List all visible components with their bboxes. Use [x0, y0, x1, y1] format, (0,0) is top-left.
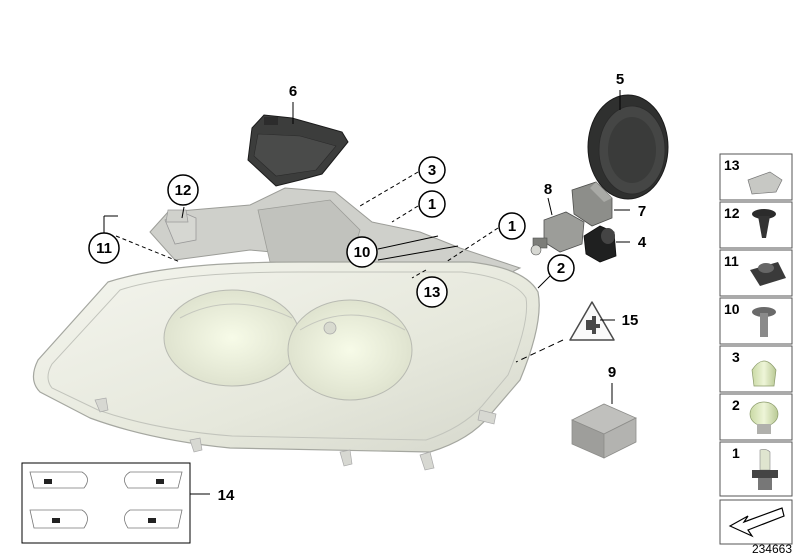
svg-text:10: 10	[724, 301, 740, 317]
callout-7: 7	[638, 203, 646, 220]
legend-cell-expanding-rivet: 12	[719, 201, 793, 249]
svg-text:2: 2	[557, 260, 565, 277]
aiming-label-box	[21, 462, 191, 544]
callout-13: 13	[416, 276, 448, 308]
legend-cell-clip-nut: 11	[719, 249, 793, 297]
callout-8: 8	[544, 181, 552, 198]
callout-6: 6	[289, 83, 297, 100]
svg-text:12: 12	[724, 205, 740, 221]
svg-text:1: 1	[508, 218, 516, 235]
svg-text:1: 1	[428, 196, 436, 213]
svg-text:6: 6	[289, 83, 297, 100]
legend-cell-arrow	[719, 499, 793, 545]
svg-text:1: 1	[732, 445, 740, 461]
callout-3: 3	[418, 156, 446, 184]
callout-1-upper: 1	[418, 190, 446, 218]
callout-10: 10	[346, 236, 378, 268]
svg-text:13: 13	[724, 157, 740, 173]
svg-text:14: 14	[218, 487, 235, 504]
svg-text:3: 3	[428, 162, 436, 179]
svg-text:3: 3	[732, 349, 740, 365]
large-cover-cap-part	[587, 94, 669, 200]
legend-cell-screw-with-washer: 10	[719, 297, 793, 345]
legend-cell-bayonet-bulb: 2	[719, 393, 793, 441]
svg-text:13: 13	[424, 284, 441, 301]
label-shape-bottom-left	[29, 509, 88, 529]
headlight-housing	[32, 187, 540, 471]
label-shape-top-right	[124, 471, 183, 489]
callout-4: 4	[638, 234, 647, 251]
callout-14: 14	[218, 487, 235, 504]
leveling-motor-part	[530, 211, 585, 256]
svg-text:7: 7	[638, 203, 646, 220]
callout-15: 15	[622, 312, 639, 329]
callout-9: 9	[608, 364, 616, 381]
svg-text:15: 15	[622, 312, 639, 329]
legend-panel: 13 12 11 10 3	[719, 153, 793, 545]
leader-lines	[103, 90, 630, 495]
callout-2: 2	[547, 254, 575, 282]
legend-cell-halogen-bulb: 1	[719, 441, 793, 497]
svg-text:4: 4	[638, 234, 647, 251]
svg-text:10: 10	[354, 244, 371, 261]
svg-text:11: 11	[724, 253, 739, 269]
legend-cell-wedge-bulb: 3	[719, 345, 793, 393]
callout-12: 12	[167, 174, 199, 206]
bulb-socket-part	[583, 225, 617, 263]
legend-cell-spring-nut: 13	[719, 153, 793, 201]
label-shape-bottom-right	[124, 509, 183, 529]
svg-text:12: 12	[175, 182, 192, 199]
callout-5: 5	[616, 71, 624, 88]
svg-text:5: 5	[616, 71, 624, 88]
warning-triangle-icon	[569, 301, 615, 341]
svg-text:9: 9	[608, 364, 616, 381]
parts-box	[571, 403, 637, 459]
cover-cap-part	[247, 114, 349, 187]
svg-text:11: 11	[96, 240, 112, 257]
svg-text:8: 8	[544, 181, 552, 198]
diagram-reference-id: 234663	[752, 542, 792, 556]
bulb-holder-bracket-part	[571, 181, 613, 227]
svg-text:2: 2	[732, 397, 740, 413]
label-shape-top-left	[29, 471, 88, 489]
callout-1-lower: 1	[498, 212, 526, 240]
rivet-part	[165, 209, 189, 223]
callout-11: 11	[88, 232, 120, 264]
